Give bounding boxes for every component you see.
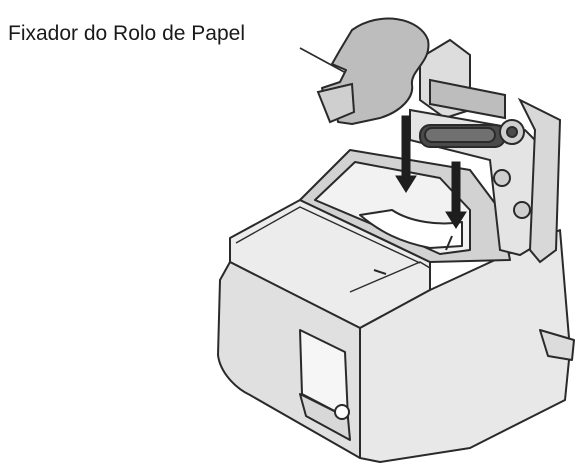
holder-slots	[373, 235, 453, 275]
paper-roll-holder-tab	[316, 82, 356, 124]
callout-label: Fixador do Rolo de Papel	[8, 22, 245, 45]
insert-arrows	[395, 115, 467, 229]
print-mechanism	[409, 38, 562, 264]
